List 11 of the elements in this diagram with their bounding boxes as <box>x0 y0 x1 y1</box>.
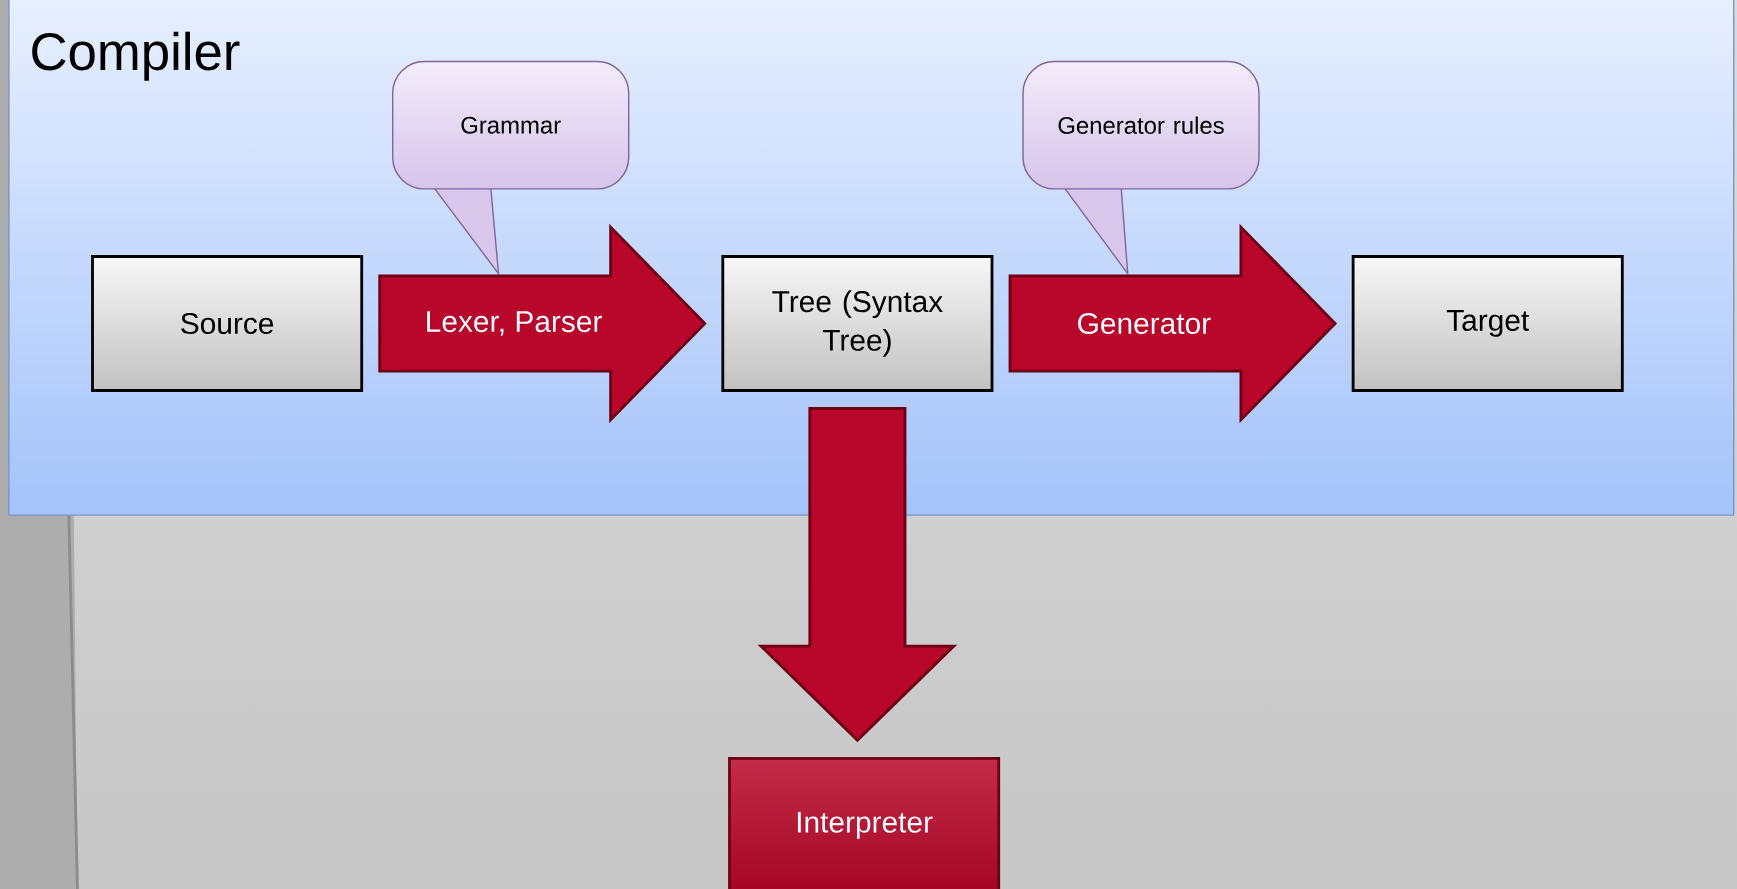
edge-label: Generator <box>1078 312 1211 334</box>
block-arrow <box>757 406 958 742</box>
block-arrow <box>1008 223 1338 424</box>
block-arrow <box>378 223 707 424</box>
edge-label: Lexer, Parser <box>427 311 602 336</box>
speech-bubble: Grammar <box>392 60 630 276</box>
process-box: Source <box>91 254 364 392</box>
process-box: Tree (Syntax Tree) <box>721 254 994 392</box>
speech-bubble: Generator rules <box>1022 60 1260 276</box>
output-box: Interpreter <box>728 756 1001 889</box>
process-box: Target <box>1351 254 1624 392</box>
